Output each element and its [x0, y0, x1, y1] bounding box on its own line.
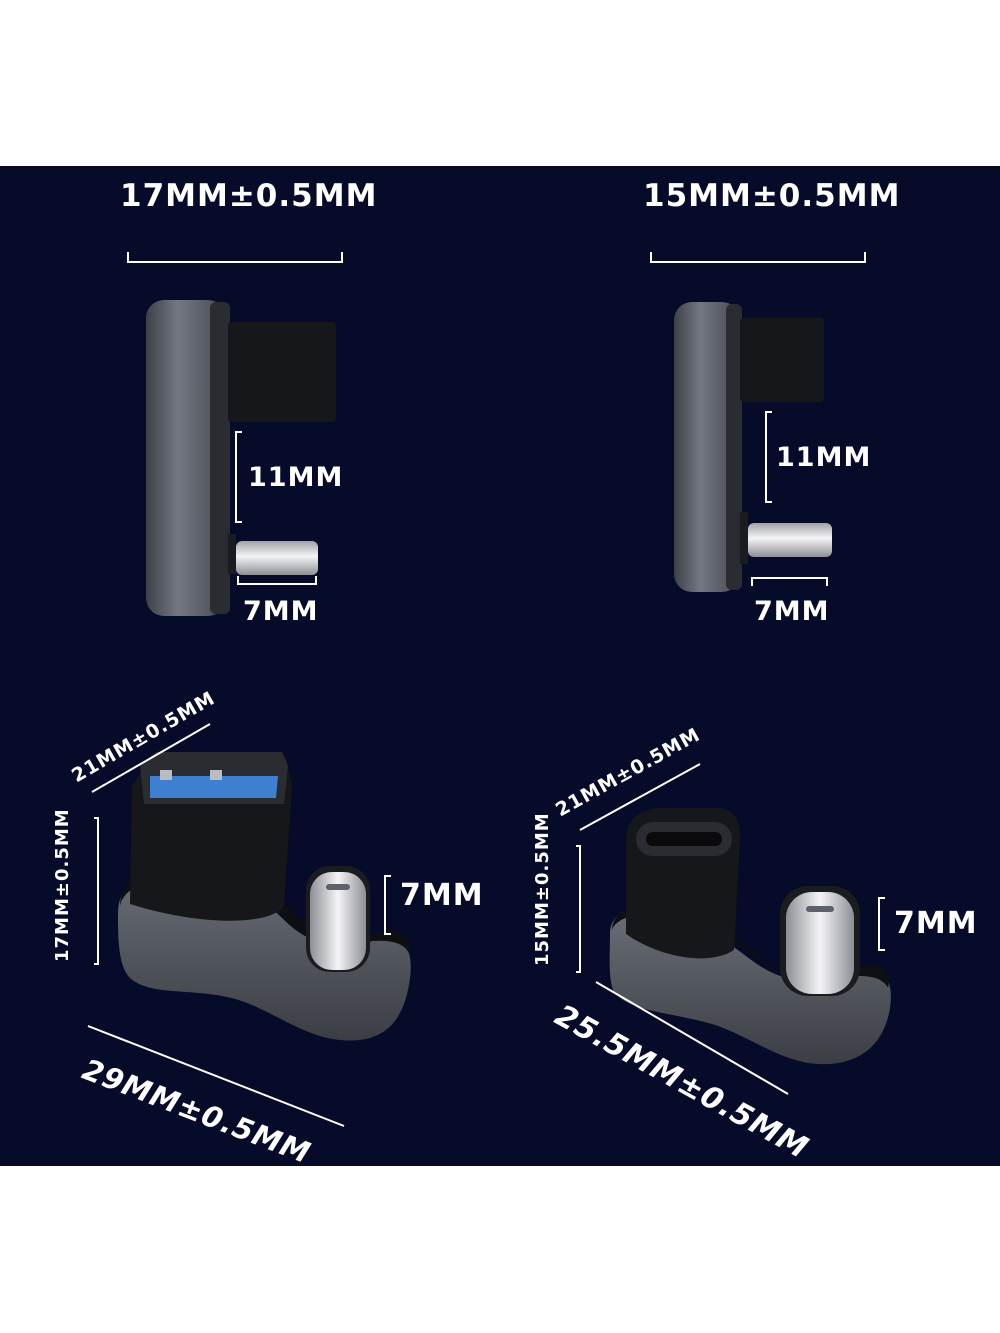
type-c-plug: [748, 523, 832, 557]
plug-line: [751, 577, 828, 586]
adapter-top-left-side-view: [146, 300, 336, 616]
adapter-bottom-right-type-c: [609, 808, 891, 1065]
adapter-top-right-side-view: [674, 302, 832, 592]
plug-label-bottom-right: 7MM: [894, 906, 978, 941]
gap-line: [235, 431, 242, 523]
dimension-lines-top-right: [650, 252, 866, 586]
type-c-socket-body: [228, 322, 336, 422]
plug-opening: [326, 884, 350, 890]
metal-housing: [146, 300, 226, 616]
type-c-plug: [786, 892, 854, 994]
plug-line: [878, 897, 885, 951]
width-line: [650, 252, 866, 263]
length-line: [595, 981, 789, 1095]
height-line: [94, 817, 99, 965]
plug-line-left: [384, 875, 391, 935]
adapter-illustrations: [87, 252, 891, 1127]
housing-edge: [726, 304, 742, 590]
height-label-bottom-left: 17MM±0.5MM: [52, 808, 73, 962]
height-line: [576, 845, 581, 973]
plug-label-top-right: 7MM: [754, 596, 830, 627]
plug-collar: [740, 512, 748, 564]
type-c-socket-body: [740, 318, 824, 402]
metal-housing: [674, 302, 740, 592]
socket-inner: [646, 832, 722, 846]
gap-label-top-right: 11MM: [776, 442, 872, 473]
width-label-top-right: 15MM±0.5MM: [643, 178, 901, 214]
width-label-top-left: 17MM±0.5MM: [120, 178, 378, 214]
plug-line: [237, 576, 317, 585]
plug-opening: [806, 906, 834, 912]
housing-edge: [210, 302, 230, 614]
plug-label-bottom-left: 7MM: [400, 878, 484, 913]
gap-label-top-left: 11MM: [248, 462, 344, 493]
dimension-lines-top-left: [127, 252, 343, 585]
plug-label-top-left: 7MM: [243, 596, 319, 627]
length-line: [87, 1025, 345, 1127]
dimension-lines-bottom-left: [87, 723, 345, 1127]
product-dimension-panel: 17MM±0.5MM 15MM±0.5MM 11MM 11MM 7MM 7MM …: [0, 166, 1000, 1166]
gap-line: [765, 411, 772, 503]
depth-line: [579, 763, 701, 831]
width-line: [127, 252, 343, 263]
plug-collar: [228, 534, 236, 574]
height-label-bottom-right: 15MM±0.5MM: [532, 812, 553, 966]
type-c-plug: [310, 872, 366, 970]
depth-line: [91, 723, 211, 793]
usb-a-contact: [210, 770, 222, 780]
usb-a-blue-tongue: [150, 776, 278, 798]
type-c-plug: [236, 541, 318, 575]
dimension-lines-bottom-right: [384, 763, 885, 1095]
usb-a-contact: [160, 770, 172, 780]
adapter-bottom-left-usb-a: [118, 752, 411, 1041]
